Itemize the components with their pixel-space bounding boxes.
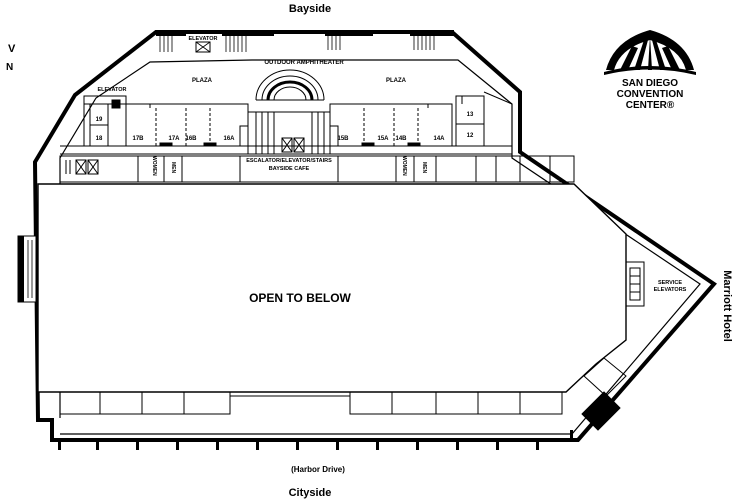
left-stairs — [17, 235, 37, 303]
logo-sail-icon — [604, 30, 696, 75]
compass-arrow-icon: V — [8, 43, 16, 55]
left-wing-walls — [83, 95, 127, 147]
service-label-1: SERVICE — [658, 280, 682, 286]
restroom-band — [59, 145, 575, 183]
logo-line-2: CONVENTION — [617, 89, 684, 100]
amphitheater — [255, 69, 325, 101]
escalator-label: ESCALATOR/ELEVATOR/STAIRS — [246, 158, 332, 164]
compass-north-label: N — [6, 62, 13, 73]
lower-right-stairs — [581, 357, 627, 431]
women-restroom-right: WOMEN — [401, 156, 407, 176]
room-numbers: 19 18 17B 17A 16B 16A 15B 15A 14B 14A 13… — [96, 112, 474, 142]
bayside-stair-hatch — [159, 36, 435, 52]
room-18-label: 18 — [96, 136, 103, 142]
escalator-core — [247, 111, 331, 155]
rooms-bottom-row — [59, 392, 563, 415]
room-13-label: 13 — [467, 112, 474, 118]
amphitheater-label: OUTDOOR AMPHITHEATER — [264, 60, 344, 66]
elevator-top-label: ELEVATOR — [188, 36, 217, 42]
harbor-drive-label: (Harbor Drive) — [291, 465, 345, 474]
room-16a-label: 16A — [223, 136, 235, 142]
north-compass: V N — [6, 43, 16, 73]
room-14b-label: 14B — [395, 136, 407, 142]
plaza-left-label: PLAZA — [192, 78, 213, 84]
logo-line-3: CENTER® — [626, 100, 675, 111]
room-15b-label: 15B — [337, 136, 349, 142]
men-restroom-left: MEN — [170, 162, 176, 174]
elevator-top-box — [195, 41, 211, 53]
room-17b-label: 17B — [132, 136, 144, 142]
open-to-below-area — [37, 183, 627, 393]
convention-center-logo: SAN DIEGO CONVENTION CENTER® — [604, 30, 696, 111]
bayside-cafe-label: BAYSIDE CAFE — [269, 166, 310, 172]
service-label-2: ELEVATORS — [654, 287, 687, 293]
rooms-left-row — [125, 103, 249, 147]
room-16b-label: 16B — [185, 136, 197, 142]
restroom-labels: WOMEN MEN WOMEN MEN — [151, 156, 427, 176]
elevator-left-label: ELEVATOR — [97, 87, 126, 93]
rooms-12-13 — [455, 91, 513, 147]
cityside-facade — [52, 430, 573, 450]
plaza-right-label: PLAZA — [386, 78, 407, 84]
room-15a-label: 15A — [377, 136, 389, 142]
service-elevators — [625, 261, 645, 307]
women-restroom-left: WOMEN — [151, 156, 157, 176]
cityside-label: Cityside — [289, 487, 332, 499]
room-19-label: 19 — [96, 117, 103, 123]
men-restroom-right: MEN — [421, 162, 427, 174]
room-14a-label: 14A — [433, 136, 445, 142]
marriott-hotel-label: Marriott Hotel — [721, 270, 733, 342]
room-17a-label: 17A — [168, 136, 180, 142]
open-to-below-label: OPEN TO BELOW — [249, 291, 351, 305]
room-12-label: 12 — [467, 133, 474, 139]
logo-line-1: SAN DIEGO — [622, 78, 678, 89]
bayside-wall-segments — [156, 30, 454, 36]
bayside-label: Bayside — [289, 3, 331, 15]
